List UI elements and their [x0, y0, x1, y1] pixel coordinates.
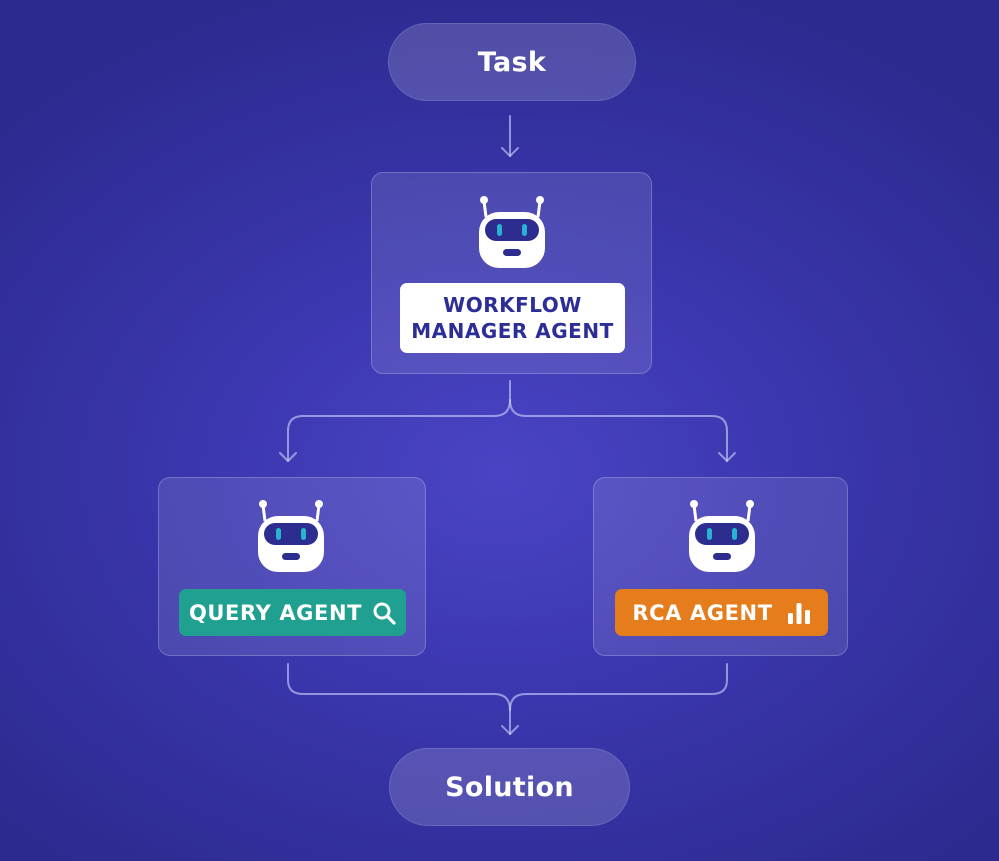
workflow-manager-agent-label: WORKFLOW MANAGER AGENT	[400, 283, 625, 353]
task-node: Task	[388, 23, 636, 101]
solution-node: Solution	[389, 748, 630, 826]
query-agent-label: QUERY AGENT	[179, 589, 406, 636]
solution-label: Solution	[445, 771, 574, 803]
bar-chart-icon	[787, 602, 810, 624]
workflow-manager-agent-card: WORKFLOW MANAGER AGENT	[371, 172, 652, 374]
query-agent-text: QUERY AGENT	[188, 600, 363, 625]
rca-agent-label: RCA AGENT	[615, 589, 828, 636]
arrow-agents-to-solution	[287, 663, 511, 735]
manager-label-line2: MANAGER AGENT	[411, 319, 614, 343]
robot-icon	[258, 500, 324, 572]
arrow-manager-to-agents	[287, 380, 511, 462]
query-agent-card: QUERY AGENT	[158, 477, 426, 656]
rca-agent-text: RCA AGENT	[632, 600, 773, 625]
robot-icon	[479, 196, 545, 268]
rca-agent-card: RCA AGENT	[593, 477, 848, 656]
search-icon	[373, 602, 396, 625]
task-label: Task	[477, 46, 547, 78]
robot-icon	[689, 500, 755, 572]
manager-label-line1: WORKFLOW	[443, 293, 582, 317]
